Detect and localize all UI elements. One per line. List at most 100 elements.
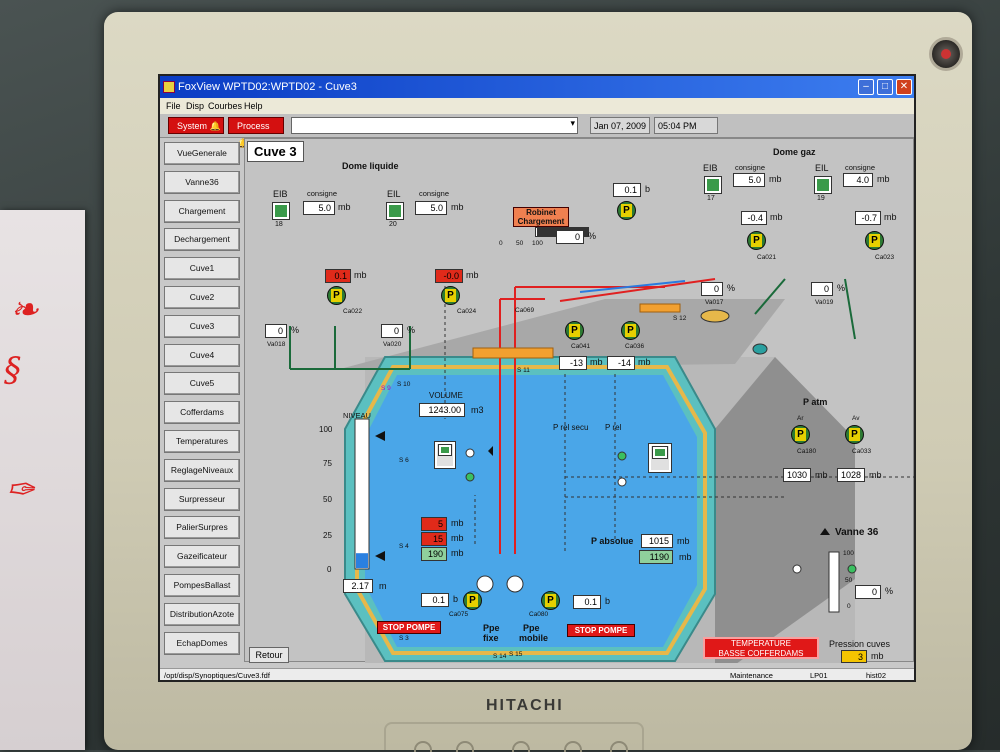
dome-gaz-hatch-icon <box>700 309 730 323</box>
pump-mobile-unit: b <box>605 596 611 606</box>
eib-right-pressure: -0.4 <box>741 211 767 225</box>
eib-right-indicator <box>704 176 722 194</box>
patm-ar-icon[interactable] <box>791 425 810 444</box>
eil-left-valve-pct[interactable]: 0 <box>381 324 403 338</box>
nav-button-gazeificateur[interactable]: Gazeificateur <box>164 545 240 569</box>
dome-gaz-label: Dome gaz <box>773 147 816 157</box>
eil-left-pressure-icon[interactable] <box>441 286 460 305</box>
menu-file[interactable]: File <box>166 101 181 111</box>
pump-fixe-pressure-icon[interactable] <box>463 591 482 610</box>
nav-button-dechargement[interactable]: Dechargement <box>164 228 240 252</box>
process-label: Process <box>237 121 270 131</box>
nav-button-cuve5[interactable]: Cuve5 <box>164 372 240 396</box>
nav-button-vuegenerale[interactable]: VueGenerale <box>164 142 240 165</box>
nav-button-surpresseur[interactable]: Surpresseur <box>164 487 240 511</box>
patm-av-unit: mb <box>869 470 882 480</box>
time-display: 05:04 PM <box>654 117 718 134</box>
niveau-label: NIVEAU <box>343 411 371 420</box>
eil-right-consigne-unit: mb <box>877 174 890 184</box>
system-label: System <box>177 121 208 131</box>
nav-button-vanne36[interactable]: Vanne36 <box>164 170 240 194</box>
eil-right-pressure-tag: Ca023 <box>875 254 895 261</box>
vanne36-scale-100: 100 <box>843 550 854 557</box>
status-mode: Maintenance <box>730 671 773 680</box>
psecu-icon[interactable] <box>565 321 584 340</box>
top-pressure-unit: b <box>645 184 651 194</box>
stop-pompe-mobile-button[interactable]: STOP POMPE <box>567 624 635 637</box>
nav-button-cuve3[interactable]: Cuve3 <box>164 314 240 338</box>
retour-button[interactable]: Retour <box>249 647 289 663</box>
top-pressure-icon[interactable] <box>617 201 636 220</box>
eil-left-pressure-tag: Ca024 <box>457 308 477 315</box>
eib-left-pressure-icon[interactable] <box>327 286 346 305</box>
eil-right-pressure-icon[interactable] <box>865 231 884 250</box>
nav-button-cuve1[interactable]: Cuve1 <box>164 257 240 281</box>
patm-ar-label: Ar <box>797 415 804 422</box>
eib-right-pressure-icon[interactable] <box>747 231 766 250</box>
nav-button-cofferdams[interactable]: Cofferdams <box>164 401 240 425</box>
pump-fixe-label-2: fixe <box>483 633 499 643</box>
nav-button-paliersurpres[interactable]: PalierSurpres <box>164 516 240 540</box>
patm-av-label: Av <box>852 415 860 422</box>
monitor-knob[interactable] <box>414 741 432 752</box>
eib-left-valve-pct[interactable]: 0 <box>265 324 287 338</box>
nav-button-reglageniveaux[interactable]: ReglageNiveaux <box>164 458 240 482</box>
robinet-unit: % <box>588 231 597 241</box>
tank-deck <box>340 299 785 369</box>
nav-button-pompesballast[interactable]: PompesBallast <box>164 574 240 597</box>
stop-pompe-fixe-button[interactable]: STOP POMPE <box>377 621 441 634</box>
minimize-icon[interactable]: – <box>858 79 874 95</box>
screen: FoxView WPTD02:WPTD02 - Cuve3 – □ ✕ File… <box>158 74 916 682</box>
eil-left-pressure-unit: mb <box>466 270 479 280</box>
sensor-s11: S 11 <box>517 367 530 374</box>
eib-right-label: EIB <box>703 163 718 173</box>
status-hist: hist02 <box>866 671 887 680</box>
monitor-knob[interactable] <box>456 741 474 752</box>
monitor-knob[interactable] <box>512 741 530 752</box>
vanne36-value[interactable]: 0 <box>855 585 881 599</box>
system-button[interactable]: System 🔔 <box>168 117 224 134</box>
eil-left-consigne[interactable]: 5.0 <box>415 201 447 215</box>
tank-diagram <box>289 227 914 663</box>
patm-av-icon[interactable] <box>845 425 864 444</box>
robinet-chargement-label[interactable]: Robinet Chargement <box>513 207 569 227</box>
menu-courbes[interactable]: Courbes <box>208 101 243 111</box>
process-button[interactable]: Process 🔔 <box>228 117 284 148</box>
eil-left-box: 20 <box>389 221 397 228</box>
eib-right-consigne-label: consigne <box>735 163 766 172</box>
robinet-scale-0: 0 <box>499 240 503 247</box>
monitor-knob[interactable] <box>564 741 582 752</box>
eib-right-consigne[interactable]: 5.0 <box>733 173 765 187</box>
temperature-alarm-line1: TEMPERATURE <box>731 639 791 648</box>
eib-left-indicator <box>272 202 290 220</box>
eib-right-valve-pct[interactable]: 0 <box>701 282 723 296</box>
nav-button-echapdomes[interactable]: EchapDomes <box>164 631 240 655</box>
prel-icon[interactable] <box>621 321 640 340</box>
close-icon[interactable]: ✕ <box>896 79 912 95</box>
eib-left-consigne[interactable]: 5.0 <box>303 201 335 215</box>
mid-value-3: 190 <box>421 547 447 561</box>
sensor-s15: S 15 <box>509 651 523 658</box>
menu-help[interactable]: Help <box>244 101 263 111</box>
bell-icon: 🔔 <box>209 121 221 131</box>
ca069-tag: Ca069 <box>515 307 535 314</box>
temperature-alarm[interactable]: TEMPERATURE BASSE COFFERDAMS <box>703 637 819 659</box>
eib-right-consigne-unit: mb <box>769 174 782 184</box>
message-combo[interactable]: ▾ <box>291 117 578 134</box>
psecu-label: P rel secu <box>553 423 589 432</box>
eib-left-label: EIB <box>273 189 288 199</box>
nav-button-chargement[interactable]: Chargement <box>164 199 240 223</box>
nav-button-temperatures[interactable]: Temperatures <box>164 430 240 453</box>
power-button[interactable] <box>929 37 963 71</box>
nav-button-distributionazote[interactable]: DistributionAzote <box>164 602 240 626</box>
robinet-value[interactable]: 0 <box>556 230 584 244</box>
eil-right-consigne[interactable]: 4.0 <box>843 173 873 187</box>
niveau-tick-0: 0 <box>327 565 332 574</box>
monitor-knob[interactable] <box>610 741 628 752</box>
maximize-icon[interactable]: □ <box>877 79 893 95</box>
pump-mobile-pressure-icon[interactable] <box>541 591 560 610</box>
nav-button-cuve2[interactable]: Cuve2 <box>164 286 240 309</box>
eil-right-valve-pct[interactable]: 0 <box>811 282 833 296</box>
nav-button-cuve4[interactable]: Cuve4 <box>164 343 240 367</box>
menu-disp[interactable]: Disp <box>186 101 205 111</box>
